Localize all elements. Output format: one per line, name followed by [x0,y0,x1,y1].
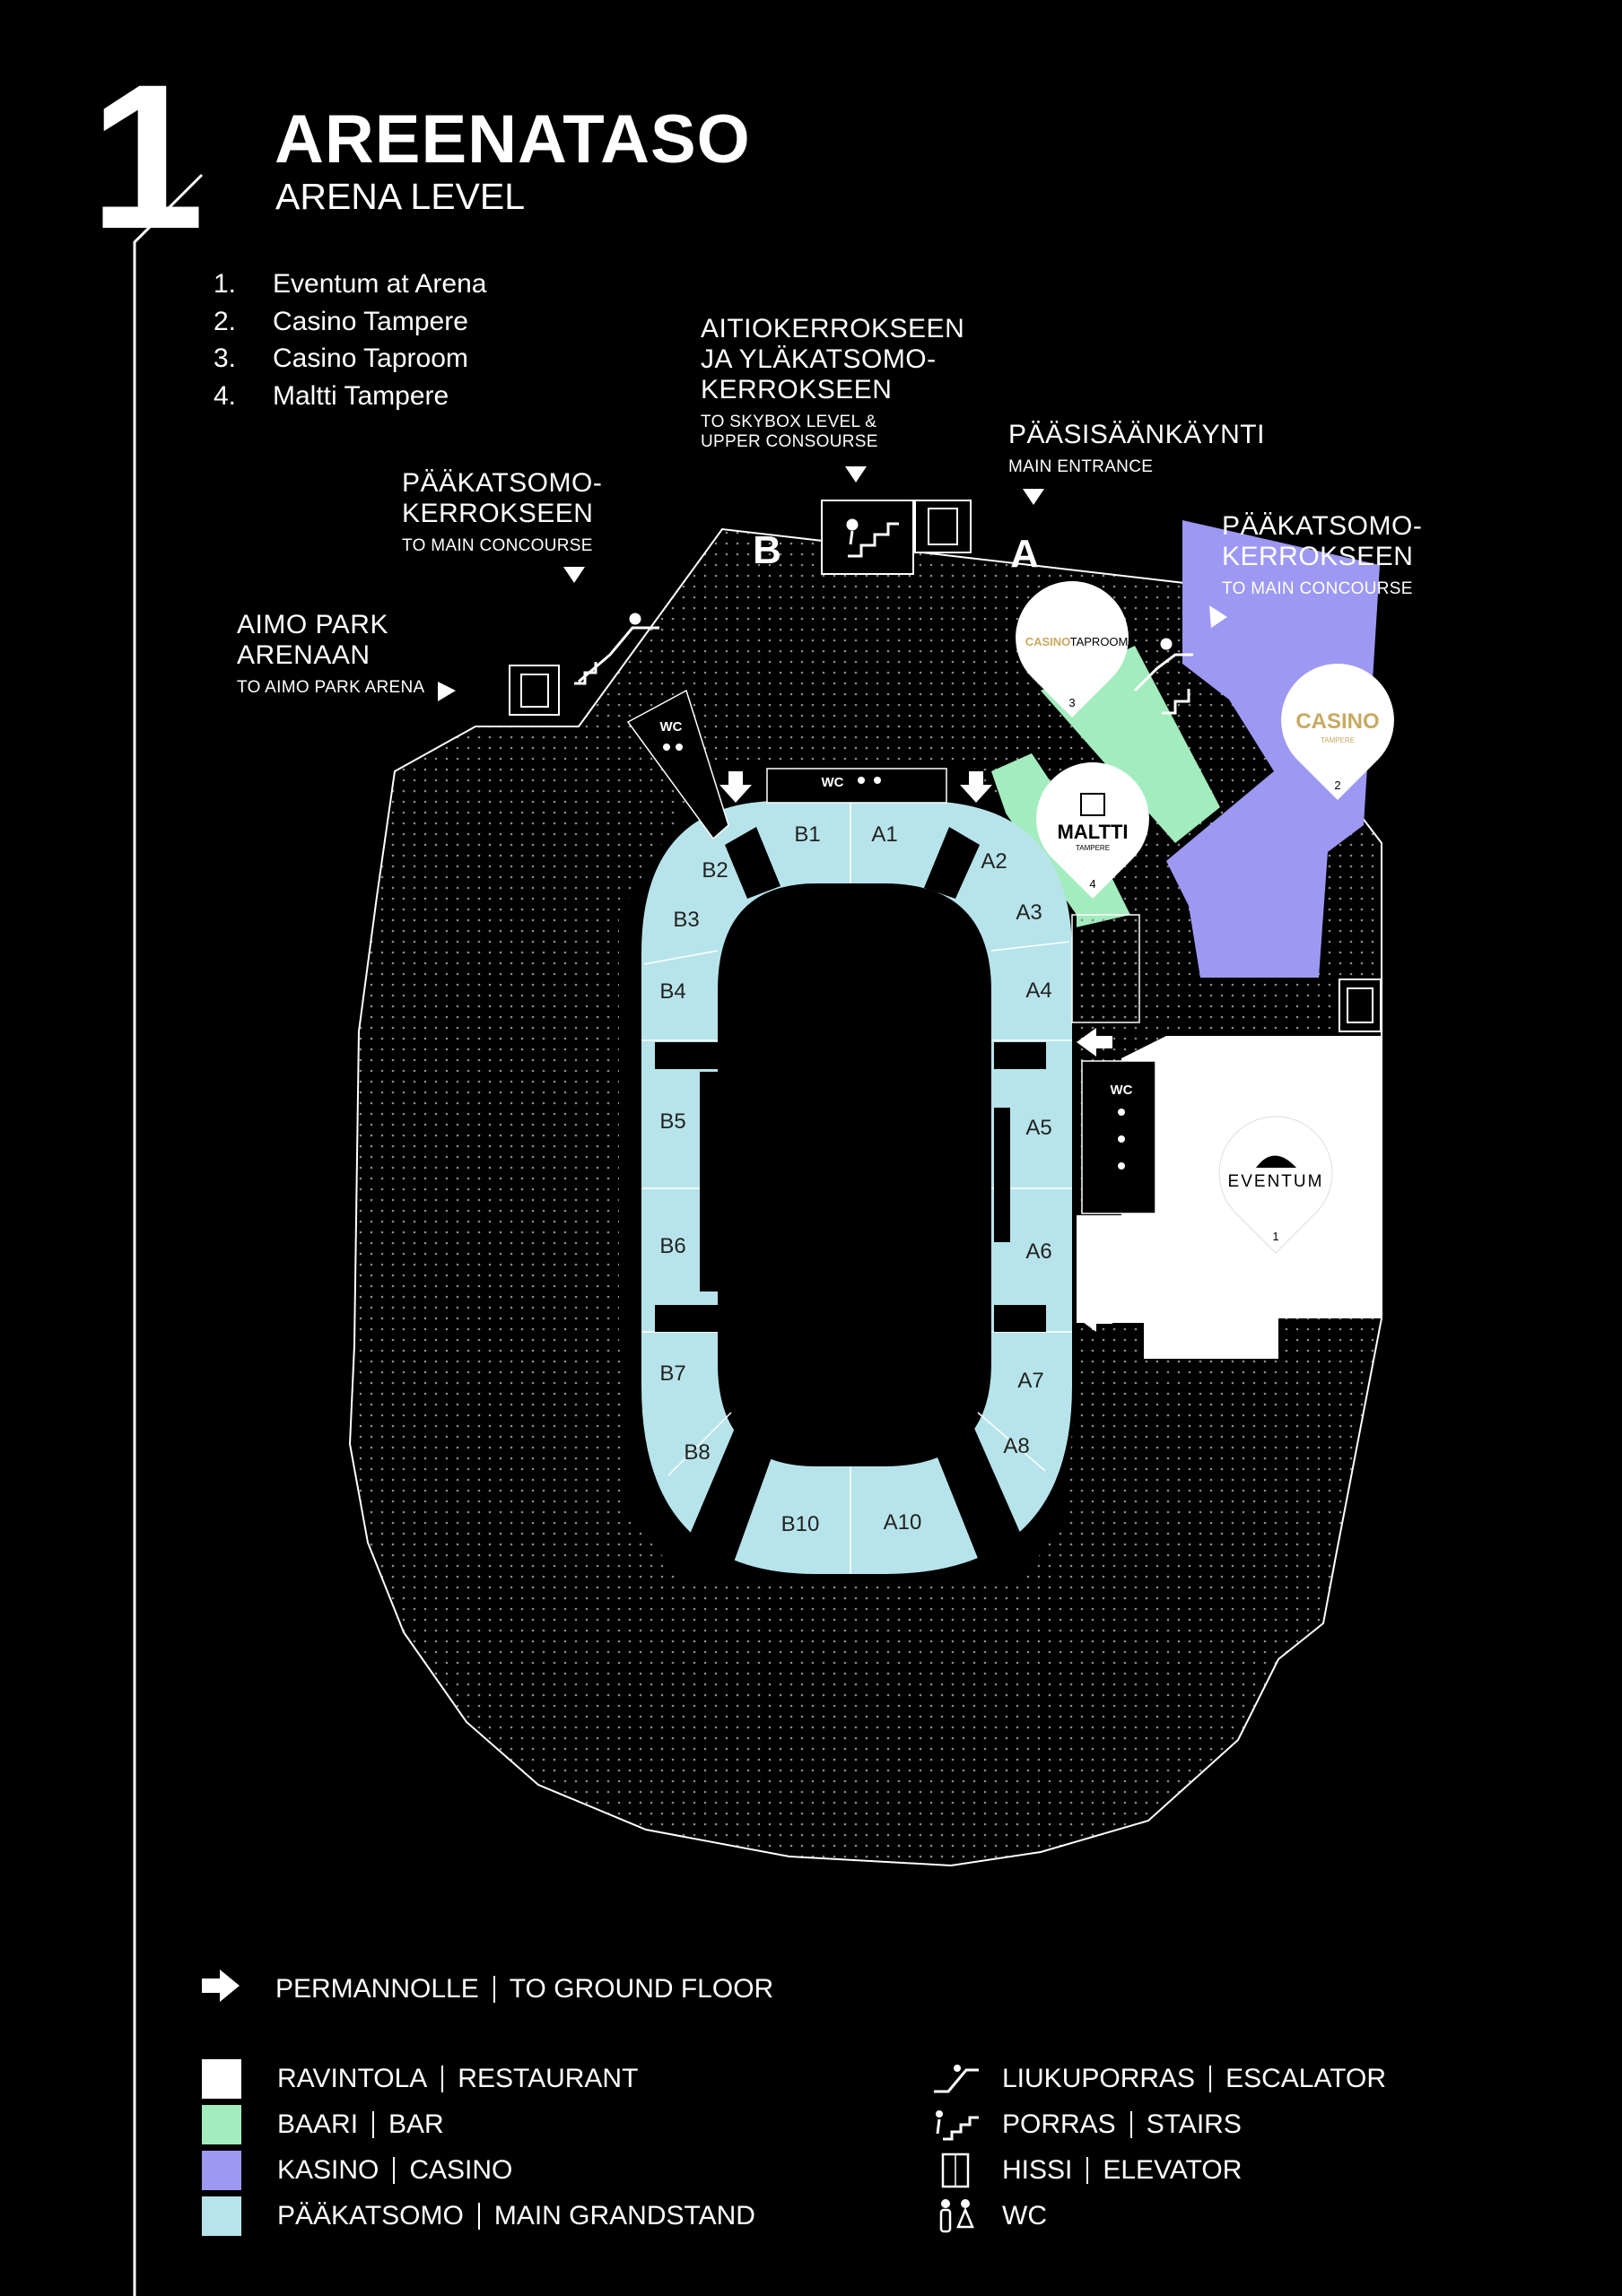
zone-a-label: A [1010,532,1039,576]
svg-text:TAPROOM: TAPROOM [1070,635,1129,648]
eventum-logo-icon [1256,1155,1296,1168]
section-a10: A10 [884,1510,922,1535]
section-a3: A3 [1016,900,1042,925]
section-b5: B5 [659,1109,685,1134]
pin-eventum[interactable]: EVENTUM 1 [1218,1116,1333,1254]
maltti-logo-icon [1080,793,1105,816]
direction-arrows [438,466,1227,1332]
escalator-icon [1133,638,1193,692]
escalator-icon [929,2059,982,2099]
section-a6: A6 [1025,1239,1051,1264]
page-title: AREENATASO [275,101,751,178]
ground-floor-arrow-icon [202,1970,240,2009]
level-number: 1 [90,41,205,272]
zone-b-label: B [753,528,781,572]
aimo-park-label: AIMO PARK ARENAAN TO AIMO PARK ARENA [237,610,425,697]
section-a8: A8 [1003,1434,1029,1458]
section-b8: B8 [684,1440,710,1465]
svg-text:TAMPERE: TAMPERE [1321,736,1355,744]
section-a4: A4 [1025,978,1051,1003]
svg-text:4: 4 [1089,877,1095,891]
section-b2: B2 [702,858,728,883]
svg-text:1: 1 [1272,1230,1278,1243]
wc-label: WC [822,775,844,790]
stairs-icon [846,518,899,558]
list-item: 3.Casino Taproom [214,344,468,373]
storage-area [1071,914,1140,1023]
section-a2: A2 [981,849,1007,874]
elevator-box-right [1339,978,1382,1032]
wc-label: WC [1111,1083,1133,1098]
pin-maltti[interactable]: MALTTI TAMPERE 4 [1036,762,1149,899]
venue-list: 1.Eventum at Arena 2.Casino Tampere 3.Ca… [214,265,486,414]
grandstand-ring [641,801,1072,1574]
stairs-icon [929,2105,982,2144]
wc-icon [663,744,1125,1170]
svg-text:MALTTI: MALTTI [1057,821,1128,843]
elevator-icon [928,508,958,545]
list-item: 1.Eventum at Arena [214,269,487,299]
skybox-label: AITIOKERROKSEEN JA YLÄKATSOMO- KERROKSEE… [701,314,965,451]
svg-text:2: 2 [1334,778,1340,792]
main-entrance-label: PÄÄSISÄÄNKÄYNTI MAIN ENTRANCE [1008,420,1265,476]
pin-taproom[interactable]: CASINO TAPROOM 3 [1016,581,1129,718]
svg-text:3: 3 [1068,696,1075,709]
casino-area [1166,520,1380,978]
svg-text:TAMPERE: TAMPERE [1076,844,1110,852]
section-b3: B3 [673,908,699,932]
main-concourse-left-label: PÄÄKATSOMO- KERROKSEEN TO MAIN CONCOURSE [402,468,603,555]
stairs-icon [574,662,1190,715]
tunnels [655,827,1046,1570]
section-labels: B1 A1 B2 A2 B3 A3 B4 A4 B5 A5 B6 A6 B7 A… [659,822,1051,1536]
svg-text:EVENTUM: EVENTUM [1228,1172,1324,1191]
list-item: 2.Casino Tampere [214,306,468,336]
list-item: 4.Maltti Tampere [214,380,449,411]
section-b7: B7 [659,1361,685,1386]
main-concourse-right-label: PÄÄKATSOMO- KERROKSEEN TO MAIN CONCOURSE [1222,511,1423,598]
wc-label: WC [660,719,683,735]
elevator-icon [1347,987,1373,1023]
inner-corridor [619,767,1077,1578]
section-a5: A5 [1025,1116,1051,1140]
elevator-icon [520,674,549,708]
section-b10: B10 [781,1512,820,1536]
page-subtitle: ARENA LEVEL [275,176,526,217]
section-a7: A7 [1017,1369,1043,1393]
wc-top [766,768,947,804]
section-b6: B6 [659,1234,685,1258]
legend-wc: WC [929,2196,1386,2236]
section-dividers [641,801,1072,1574]
section-a1: A1 [871,822,897,847]
wc-icon [929,2196,982,2236]
svg-text:CASINO: CASINO [1025,635,1071,648]
elevator-icon [929,2151,982,2190]
pin-casino[interactable]: CASINO TAMPERE 2 [1281,664,1394,800]
svg-text:CASINO: CASINO [1295,709,1379,734]
section-b1: B1 [794,822,820,847]
wc-left [626,689,729,840]
section-b4: B4 [659,979,685,1004]
stairs-box [821,500,914,575]
